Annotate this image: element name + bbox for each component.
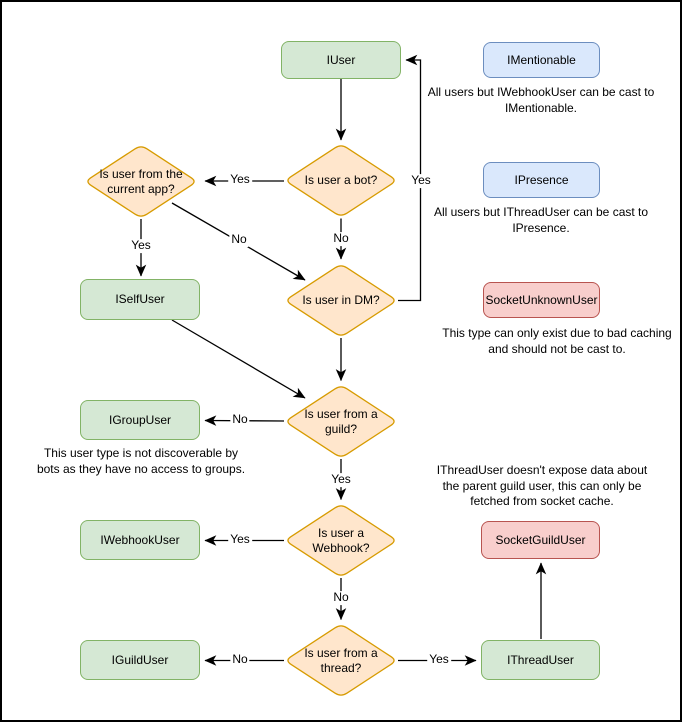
- decision-is-webhook: Is user a Webhook?: [284, 503, 398, 578]
- note-igroupuser: This user type is not discoverable by bo…: [36, 446, 246, 476]
- edge-label-fromguild-no: No: [230, 412, 250, 427]
- node-socket-unknown-user: SocketUnknownUser: [483, 282, 600, 318]
- note-ipresence: All users but IThreadUser can be cast to…: [433, 205, 649, 235]
- decision-from-guild: Is user from a guild?: [284, 384, 398, 459]
- decision-in-dm: Is user in DM?: [284, 263, 398, 338]
- edge-label-isbot-no: No: [331, 231, 351, 246]
- node-iselfuser: ISelfUser: [80, 279, 200, 320]
- decision-current-app: Is user from the current app?: [84, 144, 198, 219]
- node-ithreaduser-label: IThreadUser: [507, 652, 574, 667]
- node-iwebhookuser-label: IWebhookUser: [100, 532, 180, 547]
- decision-from-thread: Is user from a thread?: [284, 623, 398, 698]
- decision-is-webhook-label: Is user a Webhook?: [312, 525, 370, 555]
- note-ithreaduser: IThreadUser doesn't expose data about th…: [436, 463, 648, 509]
- note-imentionable: All users but IWebhookUser can be cast t…: [427, 85, 655, 115]
- edge-label-indm-yes: Yes: [409, 173, 433, 188]
- node-socket-guild-user: SocketGuildUser: [481, 521, 600, 559]
- edge-label-fromthread-no: No: [230, 652, 250, 667]
- edge-label-fromthread-yes: Yes: [427, 652, 451, 667]
- edge-label-currentapp-yes: Yes: [129, 238, 153, 253]
- node-iguilduser-label: IGuildUser: [111, 652, 169, 667]
- node-igroupuser-label: IGroupUser: [108, 412, 172, 427]
- decision-is-user-a-bot: Is user a bot?: [284, 143, 398, 218]
- node-ipresence-label: IPresence: [514, 172, 569, 187]
- edge-label-fromguild-yes: Yes: [329, 472, 353, 487]
- node-iuser: IUser: [281, 41, 401, 79]
- decision-current-app-label: Is user from the current app?: [99, 166, 183, 196]
- edge-label-isbot-yes: Yes: [228, 172, 252, 187]
- decision-from-guild-label: Is user from a guild?: [304, 406, 378, 436]
- node-iselfuser-label: ISelfUser: [115, 292, 165, 307]
- node-igroupuser: IGroupUser: [80, 400, 200, 440]
- node-iwebhookuser: IWebhookUser: [80, 520, 200, 560]
- note-socket-unknown: This type can only exist due to bad cach…: [442, 326, 672, 356]
- edge-label-iswebhook-yes: Yes: [228, 532, 252, 547]
- node-imentionable-label: IMentionable: [507, 52, 576, 67]
- decision-is-user-a-bot-label: Is user a bot?: [304, 173, 378, 187]
- edge-label-currentapp-no: No: [229, 232, 249, 247]
- node-socket-unknown-user-label: SocketUnknownUser: [485, 292, 598, 307]
- node-iuser-label: IUser: [326, 52, 356, 67]
- edge-label-iswebhook-no: No: [331, 590, 351, 605]
- node-socket-guild-user-label: SocketGuildUser: [495, 532, 586, 547]
- node-iguilduser: IGuildUser: [80, 640, 200, 680]
- node-ipresence: IPresence: [483, 162, 600, 198]
- node-ithreaduser: IThreadUser: [481, 640, 600, 680]
- node-imentionable: IMentionable: [483, 42, 600, 78]
- decision-from-thread-label: Is user from a thread?: [304, 645, 378, 675]
- decision-in-dm-label: Is user in DM?: [302, 293, 380, 307]
- connector-iselfuser-to-fromguild: [171, 319, 306, 399]
